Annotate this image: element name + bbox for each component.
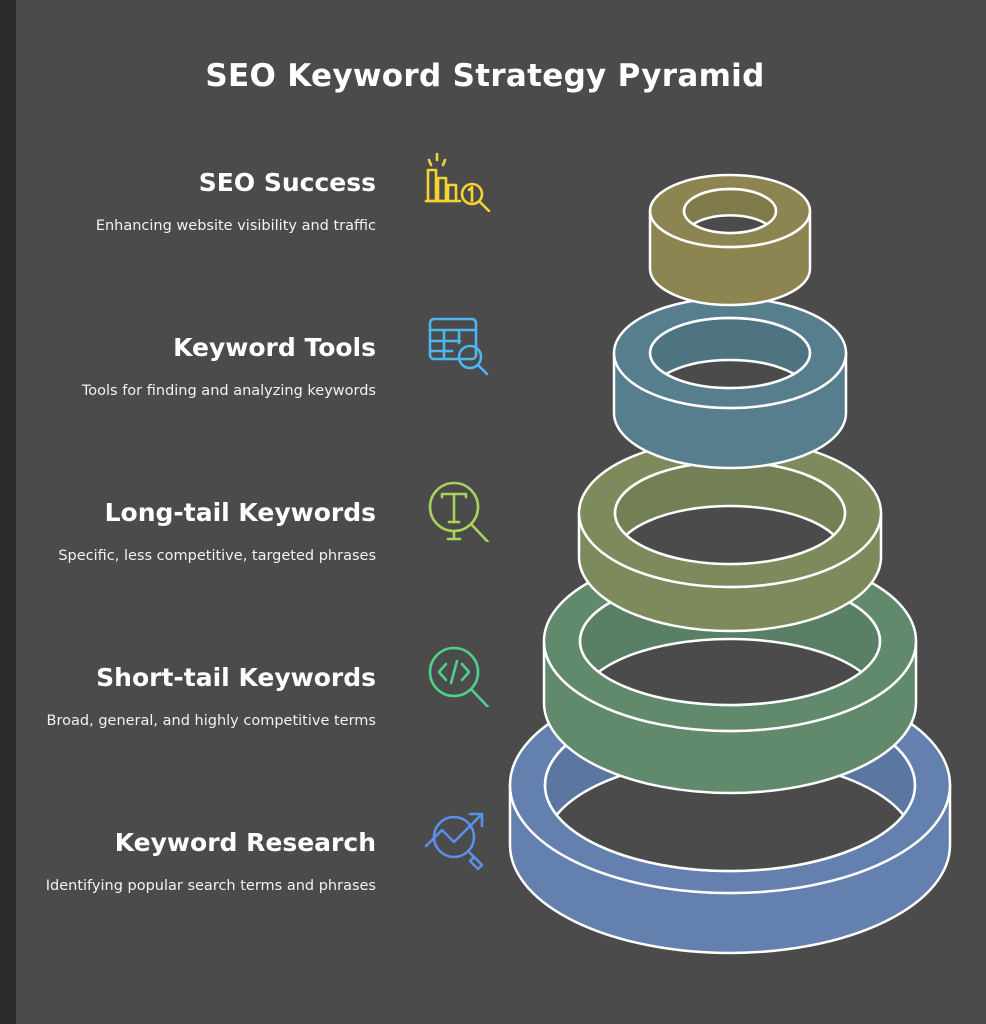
level-short-tail-keywords: Short-tail Keywords Broad, general, and … — [0, 662, 376, 731]
ring-hole-outline — [648, 316, 812, 390]
level-description: Specific, less competitive, targeted phr… — [58, 548, 376, 564]
level-title: Short-tail Keywords — [96, 663, 376, 692]
ring-1 — [648, 173, 812, 307]
level-title: SEO Success — [198, 168, 376, 197]
ring-hole — [684, 189, 776, 233]
level-title: Long-tail Keywords — [104, 498, 376, 527]
level-seo-success: SEO Success Enhancing website visibility… — [0, 167, 376, 236]
level-description: Tools for finding and analyzing keywords — [81, 383, 376, 399]
level-keyword-research: Keyword Research Identifying popular sea… — [0, 827, 376, 896]
table-search-icon — [428, 317, 489, 376]
level-description: Broad, general, and highly competitive t… — [46, 713, 376, 729]
ranking-chart-icon — [424, 152, 491, 212]
level-description: Enhancing website visibility and traffic — [95, 218, 376, 234]
level-title: Keyword Research — [114, 828, 376, 857]
level-keyword-tools: Keyword Tools Tools for finding and anal… — [0, 332, 376, 401]
level-title: Keyword Tools — [173, 333, 376, 362]
code-search-icon — [428, 646, 490, 707]
trend-search-icon — [424, 812, 484, 871]
pyramid-rings — [508, 173, 952, 955]
diagram-title: SEO Keyword Strategy Pyramid — [205, 58, 765, 94]
ring-3 — [577, 437, 883, 633]
ring-2 — [612, 296, 848, 470]
ring-hole-outline — [682, 187, 778, 235]
level-long-tail-keywords: Long-tail Keywords Specific, less compet… — [0, 497, 376, 566]
level-description: Identifying popular search terms and phr… — [45, 878, 376, 894]
diagram-panel: SEO Keyword Strategy Pyramid SEO Success… — [16, 0, 986, 1024]
text-search-icon — [428, 481, 490, 542]
